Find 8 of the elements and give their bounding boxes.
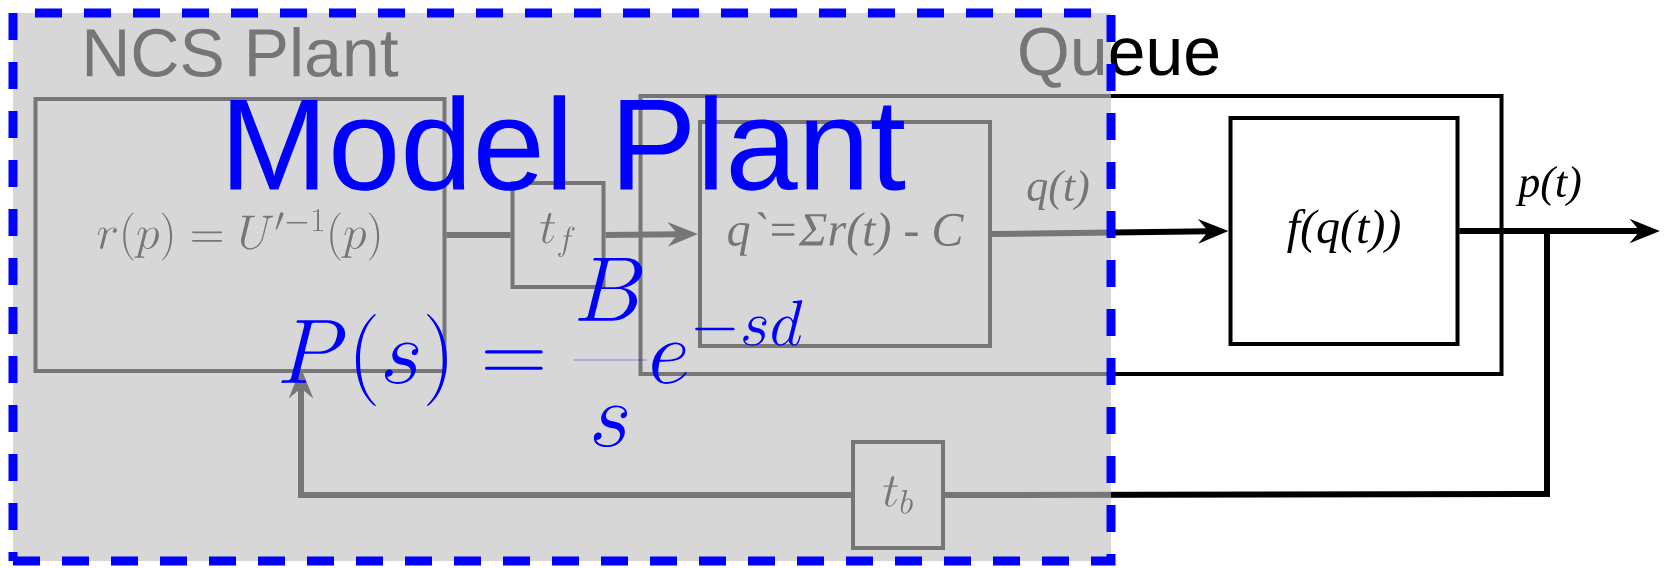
connector-line: [945, 228, 1550, 498]
delay-box: $t_b$: [851, 440, 945, 550]
function-box: f(q(t)): [1228, 116, 1460, 346]
region-label: NCS Plant: [86, 27, 399, 77]
edge-label: p(t): [1515, 166, 1581, 206]
connector-line: [446, 232, 511, 238]
box-heading: Queue: [1020, 27, 1219, 88]
edge-label: q(t): [1027, 170, 1089, 210]
